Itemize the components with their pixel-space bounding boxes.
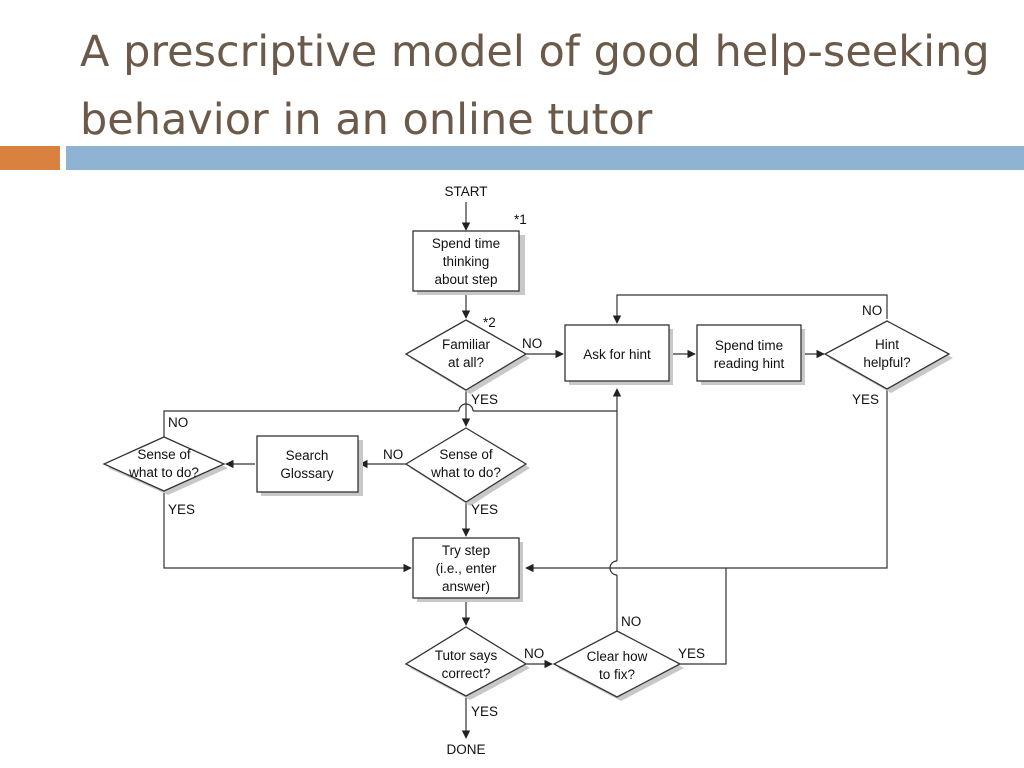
note-marker-2: *2 bbox=[483, 315, 496, 330]
start-label: START bbox=[444, 184, 487, 199]
line-sense1-no-a bbox=[163, 410, 459, 437]
note-marker-1: *1 bbox=[514, 212, 527, 227]
edge-label-sense-left-yes: YES bbox=[168, 502, 195, 517]
edge-label-helpful-no: NO bbox=[862, 303, 882, 318]
line-crossing-hop bbox=[458, 403, 474, 412]
done-label: DONE bbox=[446, 742, 485, 757]
arrow-helpful-no-ask bbox=[612, 294, 888, 324]
connectors bbox=[163, 202, 888, 739]
edge-label-familiar-yes: YES bbox=[471, 392, 498, 407]
edge-label-sense-left-no: NO bbox=[168, 415, 188, 430]
arrow-sense1-yes-try bbox=[163, 491, 412, 573]
title-accent-bar bbox=[0, 146, 60, 170]
edge-label-helpful-yes: YES bbox=[852, 392, 879, 407]
box-ask-hint: Ask for hint bbox=[564, 324, 673, 385]
edge-label-familiar-no: NO bbox=[522, 336, 542, 351]
line-fix-no-hop bbox=[609, 560, 618, 576]
edge-label-fix-no: NO bbox=[621, 614, 641, 629]
edge-label-sense-center-yes: YES bbox=[471, 502, 498, 517]
arrow-helpful-yes-try bbox=[525, 389, 888, 573]
edge-label-correct-no: NO bbox=[524, 646, 544, 661]
line-fix-yes-try bbox=[680, 568, 727, 665]
title-divider-band bbox=[66, 146, 1024, 170]
svg-text:Ask for hint: Ask for hint bbox=[583, 347, 651, 362]
edge-label-sense-center-no: NO bbox=[383, 447, 403, 462]
edge-label-correct-yes: YES bbox=[471, 704, 498, 719]
slide-title: A prescriptive model of good help-seekin… bbox=[80, 27, 990, 145]
edge-label-fix-yes: YES bbox=[678, 646, 705, 661]
